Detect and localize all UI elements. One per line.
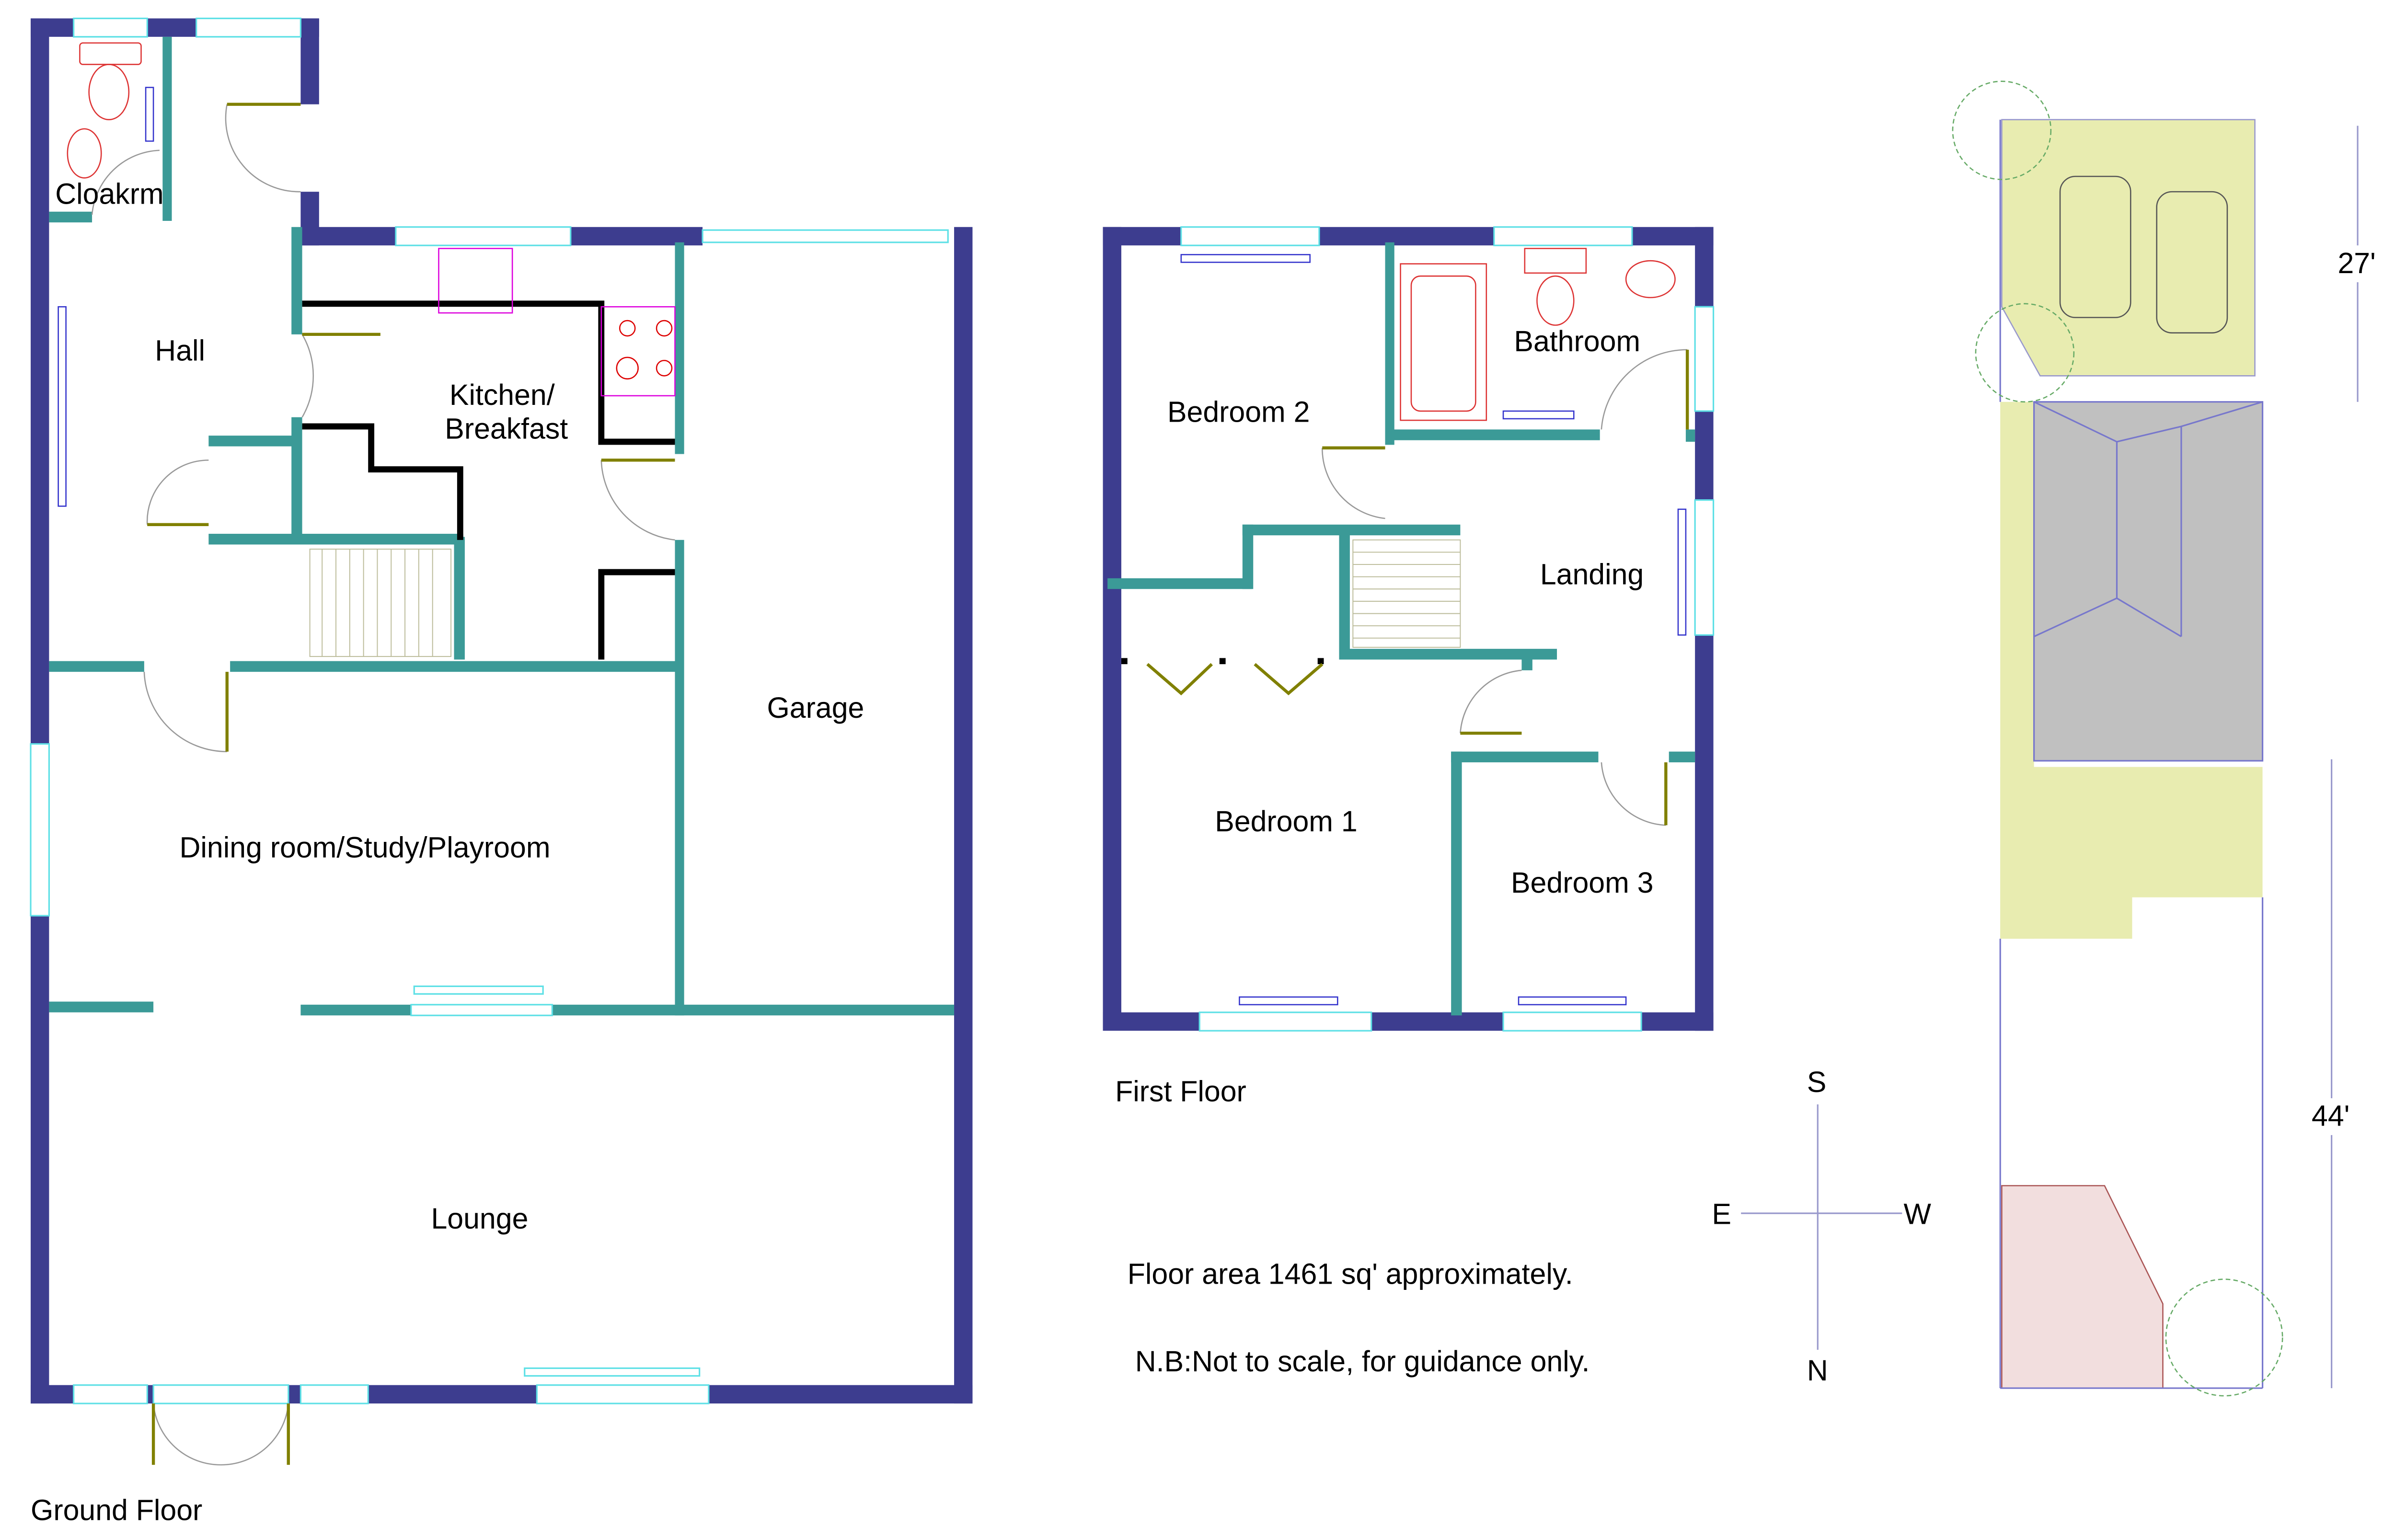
- site-plan: 27' 44': [1952, 80, 2381, 1397]
- first-floor-plan: Bedroom 2 Bathroom Landing Bedroom 1 Bed…: [1103, 226, 1715, 1107]
- room-label-cloakroom: Cloakrm: [55, 178, 163, 210]
- compass-west: W: [1903, 1198, 1931, 1230]
- room-label-dining: Dining room/Study/Playroom: [180, 831, 551, 863]
- room-label-breakfast: Breakfast: [445, 413, 568, 445]
- room-label-hall: Hall: [155, 334, 205, 367]
- compass-south: S: [1807, 1066, 1827, 1098]
- compass-east: E: [1712, 1198, 1731, 1230]
- floor-area-note: Floor area 1461 sq' approximately.: [1128, 1257, 1573, 1290]
- site-dimension-top: 27': [2338, 247, 2375, 279]
- ground-floor-title: Ground Floor: [31, 1494, 202, 1526]
- room-label-lounge: Lounge: [431, 1202, 528, 1235]
- room-label-bedroom-3: Bedroom 3: [1511, 866, 1653, 899]
- room-label-kitchen: Kitchen/: [449, 379, 555, 411]
- room-label-bedroom-2: Bedroom 2: [1167, 395, 1310, 428]
- compass-north: N: [1807, 1354, 1828, 1387]
- room-label-bedroom-1: Bedroom 1: [1215, 805, 1357, 838]
- room-label-garage: Garage: [767, 691, 864, 724]
- disclaimer-note: N.B:Not to scale, for guidance only.: [1135, 1345, 1590, 1378]
- room-label-bathroom: Bathroom: [1514, 325, 1640, 357]
- ground-floor-plan: Cloakrm Hall Kitchen/ Breakfast Garage D…: [30, 17, 973, 1526]
- site-dimension-bottom: 44': [2312, 1100, 2350, 1132]
- compass: S E W N: [1712, 1066, 1931, 1387]
- room-label-landing: Landing: [1540, 558, 1644, 591]
- first-floor-title: First Floor: [1115, 1075, 1246, 1107]
